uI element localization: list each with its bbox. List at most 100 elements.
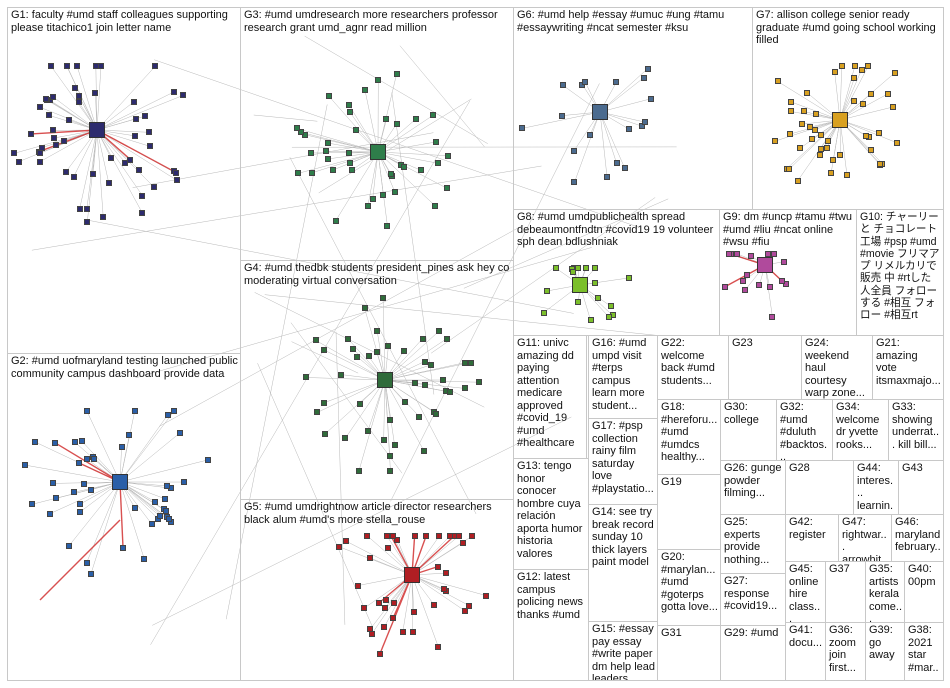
- edge: [76, 65, 98, 131]
- network-node: [139, 209, 146, 216]
- network-node: [808, 136, 815, 143]
- network-node: [390, 533, 397, 539]
- network-node: [743, 272, 750, 279]
- network-node: [867, 90, 874, 97]
- network-node: [831, 68, 838, 75]
- edge: [358, 574, 413, 586]
- group-panel-g31: G31: [657, 625, 721, 681]
- network-node: [382, 597, 389, 604]
- edge: [96, 95, 184, 131]
- network-node: [891, 69, 898, 76]
- edge: [150, 100, 471, 645]
- network-node: [164, 482, 170, 489]
- network-node: [393, 120, 400, 127]
- network-node: [391, 189, 398, 196]
- network-node: [569, 268, 576, 275]
- group-title-g4: G4: #umd thedbk students president_pines…: [244, 262, 510, 287]
- network-node: [587, 132, 593, 139]
- network-node: [52, 495, 59, 502]
- network-node: [482, 592, 489, 599]
- group-title-g36: G36: zoom join first...: [829, 624, 856, 674]
- group-title-g1: G1: faculty #umd staff colleagues suppor…: [11, 9, 228, 34]
- group-panel-g11: G11: univc amazing dd paying attention m…: [513, 335, 587, 459]
- hub-node: [757, 257, 773, 273]
- network-node: [843, 172, 850, 179]
- group-panel-g7: G7: allison college senior ready graduat…: [752, 7, 944, 210]
- network-node: [29, 501, 36, 508]
- network-node: [798, 121, 805, 128]
- network-node: [141, 556, 148, 563]
- network-node: [133, 115, 140, 122]
- edge: [377, 74, 397, 153]
- network-node: [130, 99, 137, 106]
- edge: [154, 59, 639, 228]
- edge: [839, 65, 842, 121]
- network-node: [369, 195, 376, 202]
- network-node: [446, 533, 453, 539]
- network-node: [45, 112, 52, 119]
- network-node: [559, 112, 566, 119]
- hub-node: [592, 104, 608, 120]
- edge: [31, 165, 542, 251]
- edge: [135, 247, 592, 379]
- network-node: [621, 164, 628, 171]
- network-node: [574, 265, 581, 271]
- network-node: [325, 140, 332, 147]
- group-title-g40: G40: 00pm: [908, 563, 936, 588]
- network-node: [157, 513, 164, 520]
- network-node: [180, 92, 187, 99]
- network-node: [828, 169, 835, 176]
- network-node: [65, 542, 72, 549]
- network-node: [722, 283, 728, 290]
- network-node: [606, 314, 613, 321]
- network-node: [462, 385, 469, 392]
- network-node: [151, 498, 158, 505]
- network-node: [613, 159, 620, 166]
- edge: [764, 264, 773, 318]
- network-node: [15, 158, 22, 165]
- group-panel-g2: G2: #umd uofmaryland testing launched pu…: [7, 353, 241, 681]
- group-title-g11: G11: univc amazing dd paying attention m…: [517, 337, 575, 449]
- network-node: [22, 462, 29, 469]
- group-title-g18: G18: #hereforu... #umd #umdcs healthy...: [661, 401, 718, 463]
- network-node: [383, 116, 390, 123]
- network-node: [293, 125, 300, 132]
- network-node: [862, 132, 869, 139]
- group-title-g23: G23: [732, 337, 753, 349]
- network-node: [774, 78, 781, 85]
- edge: [290, 322, 403, 474]
- network-node: [393, 71, 400, 78]
- network-node: [380, 437, 387, 443]
- network-node: [875, 129, 882, 136]
- network-node: [787, 108, 794, 115]
- group-panel-g6: G6: #umd help #essay #umuc #ung #tamu #e…: [513, 7, 753, 210]
- network-node: [146, 129, 153, 136]
- network-node: [342, 435, 349, 442]
- group-panel-g17: G17: #psp collection rainy film saturday…: [588, 418, 658, 505]
- network-node: [92, 63, 99, 69]
- network-node: [769, 314, 776, 321]
- edge: [304, 35, 488, 144]
- edge: [49, 481, 121, 514]
- edge: [579, 277, 629, 286]
- network-node: [71, 439, 78, 446]
- group-title-g15: G15: #essay pay essay #write paper dm he…: [592, 623, 655, 681]
- network-node: [400, 347, 407, 354]
- network-node: [100, 214, 107, 221]
- network-node: [559, 82, 566, 89]
- edge: [788, 119, 841, 170]
- edge: [158, 224, 524, 427]
- network-node: [428, 361, 435, 368]
- edge: [399, 45, 485, 147]
- network-node: [460, 539, 467, 546]
- network-node: [380, 191, 387, 198]
- network-node: [443, 335, 450, 342]
- network-node: [365, 353, 372, 360]
- network-node: [386, 453, 393, 460]
- network-node: [205, 456, 212, 463]
- group-panel-g3: G3: #umd umdresearch more researchers pr…: [240, 7, 514, 261]
- network-node: [353, 127, 360, 134]
- edge: [382, 297, 386, 381]
- group-panel-g33: G33: showing underrat... kill bill...: [888, 399, 944, 461]
- network-node: [469, 533, 476, 539]
